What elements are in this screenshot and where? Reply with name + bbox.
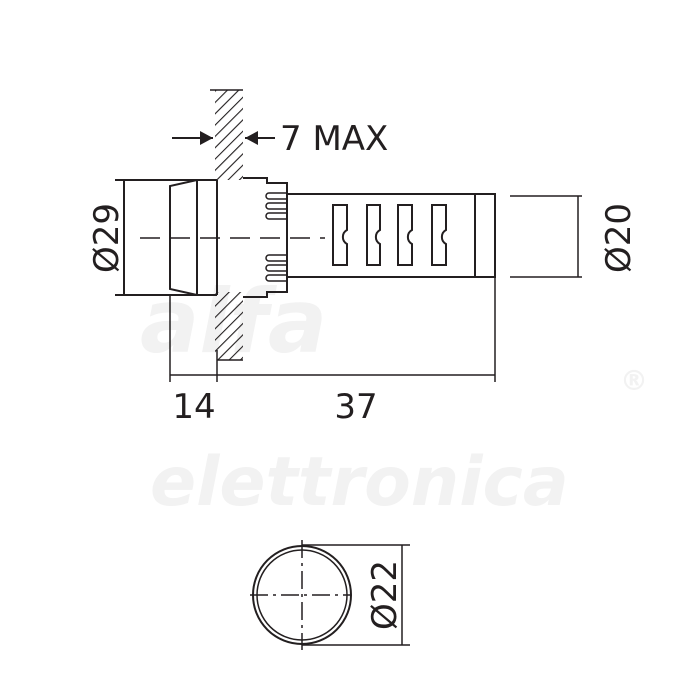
- terminal-slots: [332, 204, 447, 266]
- bezel-diameter-label: Ø29: [87, 203, 127, 273]
- watermark-line2: elettronica: [150, 443, 569, 522]
- mounting-hole-view: Ø22: [250, 540, 410, 650]
- bezel: Ø29: [87, 179, 218, 296]
- panel-wall: [210, 89, 243, 361]
- body-diameter-label: Ø20: [599, 203, 639, 273]
- panel-thickness-dimension: 7 MAX: [172, 119, 388, 159]
- length-dimensions: 14 37: [169, 277, 496, 427]
- body: [286, 193, 496, 278]
- watermark-registered: ®: [620, 364, 648, 397]
- body-diameter-dimension: Ø20: [510, 195, 639, 278]
- front-length-label: 14: [172, 387, 215, 427]
- panel-thickness-label: 7 MAX: [280, 119, 388, 159]
- body-length-label: 37: [334, 387, 377, 427]
- hole-diameter-label: Ø22: [365, 560, 405, 630]
- watermark-logo: alfa elettronica ®: [140, 270, 648, 522]
